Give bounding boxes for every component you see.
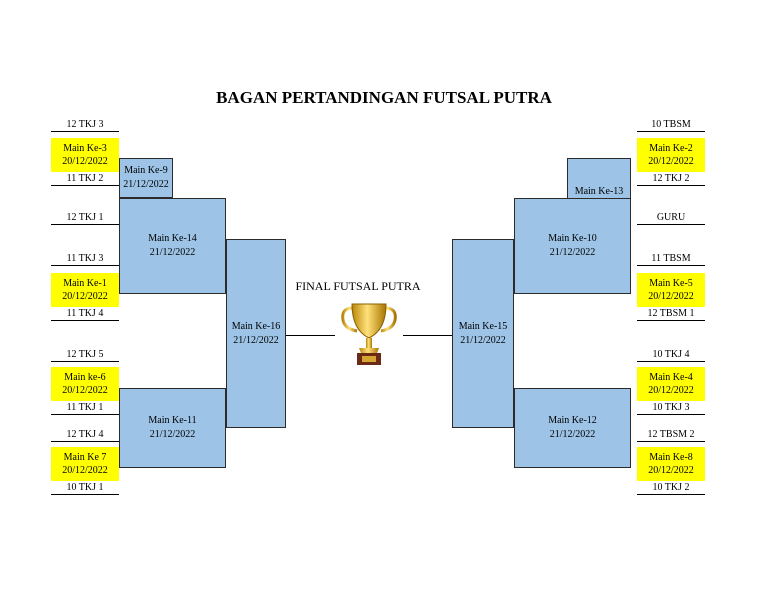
final-label: FINAL FUTSAL PUTRA (295, 279, 421, 293)
team-label: GURU (637, 211, 705, 225)
match-date: 21/12/2022 (549, 247, 596, 258)
team-label: 10 TKJ 4 (637, 348, 705, 362)
match-date: 21/12/2022 (149, 247, 196, 258)
match-box-ke10: Main Ke-10 21/12/2022 (514, 198, 631, 294)
match-name: Main Ke-2 (649, 143, 693, 154)
match-box-ke2: Main Ke-2 20/12/2022 (637, 138, 705, 172)
match-name: Main Ke-8 (649, 452, 693, 463)
match-date: 20/12/2022 (648, 465, 694, 476)
match-date: 20/12/2022 (62, 465, 108, 476)
match-name: Main Ke-15 (458, 320, 508, 332)
match-name: Main Ke-14 (148, 233, 197, 244)
match-box-ke8: Main Ke-8 20/12/2022 (637, 447, 705, 481)
match-name: Main ke-6 (64, 372, 106, 383)
team-label: 12 TKJ 2 (637, 172, 705, 186)
team-label: 12 TKJ 1 (51, 211, 119, 225)
team-label: 11 TKJ 4 (51, 307, 119, 321)
match-box-ke6: Main ke-6 20/12/2022 (51, 367, 119, 401)
connector-line (403, 335, 452, 336)
match-box-ke15: Main Ke-15 21/12/2022 (452, 239, 514, 428)
team-label: 10 TKJ 3 (637, 401, 705, 415)
page-title: BAGAN PERTANDINGAN FUTSAL PUTRA (216, 88, 552, 107)
team-label: 10 TKJ 1 (51, 481, 119, 495)
match-box-ke14: Main Ke-14 21/12/2022 (119, 198, 226, 294)
match-date: 20/12/2022 (648, 291, 694, 302)
match-box-ke11: Main Ke-11 21/12/2022 (119, 388, 226, 468)
team-label: 12 TBSM 2 (637, 428, 705, 442)
match-date: 21/12/2022 (549, 429, 596, 440)
match-date: 20/12/2022 (62, 385, 108, 396)
team-label: 12 TBSM 1 (637, 307, 705, 321)
match-date: 21/12/2022 (123, 179, 169, 190)
match-date: 21/12/2022 (233, 334, 279, 346)
match-date: 20/12/2022 (62, 291, 108, 302)
match-name: Main Ke-3 (63, 143, 107, 154)
match-date: 21/12/2022 (460, 334, 506, 346)
match-name: Main Ke 7 (63, 452, 107, 463)
team-label: 12 TKJ 5 (51, 348, 119, 362)
team-label: 10 TKJ 2 (637, 481, 705, 495)
match-date: 20/12/2022 (62, 156, 108, 167)
match-name: Main Ke-12 (548, 415, 597, 426)
trophy-icon (335, 296, 403, 372)
match-box-ke5: Main Ke-5 20/12/2022 (637, 273, 705, 307)
match-name: Main Ke-9 (124, 165, 168, 176)
match-name: Main Ke-4 (649, 372, 693, 383)
match-date: 21/12/2022 (149, 429, 196, 440)
match-box-ke7: Main Ke 7 20/12/2022 (51, 447, 119, 481)
team-label: 11 TKJ 3 (51, 252, 119, 266)
match-box-ke3: Main Ke-3 20/12/2022 (51, 138, 119, 172)
match-name: Main Ke-13 (574, 185, 624, 197)
team-label: 11 TKJ 2 (51, 172, 119, 186)
team-label: 11 TKJ 1 (51, 401, 119, 415)
match-box-ke1: Main Ke-1 20/12/2022 (51, 273, 119, 307)
match-name: Main Ke-16 (231, 320, 281, 332)
match-name: Main Ke-5 (649, 278, 693, 289)
match-name: Main Ke-10 (548, 233, 597, 244)
team-label: 12 TKJ 3 (51, 118, 119, 132)
team-label: 12 TKJ 4 (51, 428, 119, 442)
match-box-ke16: Main Ke-16 21/12/2022 (226, 239, 286, 428)
team-label: 10 TBSM (637, 118, 705, 132)
team-label: 11 TBSM (637, 252, 705, 266)
match-box-ke12: Main Ke-12 21/12/2022 (514, 388, 631, 468)
match-name: Main Ke-11 (148, 415, 197, 426)
match-box-ke9: Main Ke-9 21/12/2022 (119, 158, 173, 198)
connector-line (286, 335, 335, 336)
match-box-ke4: Main Ke-4 20/12/2022 (637, 367, 705, 401)
match-date: 20/12/2022 (648, 385, 694, 396)
match-name: Main Ke-1 (63, 278, 107, 289)
match-date: 20/12/2022 (648, 156, 694, 167)
